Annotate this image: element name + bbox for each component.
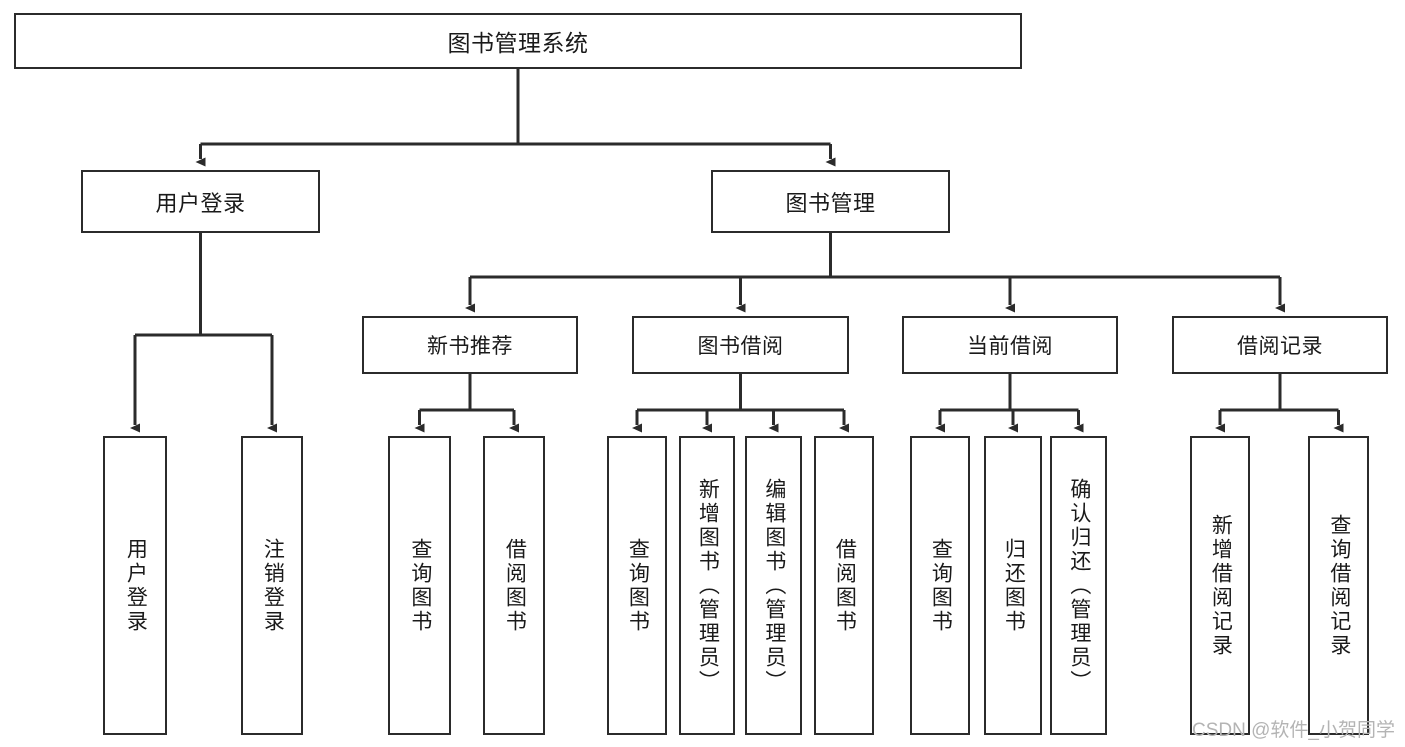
node-label: 查询图书 [626, 537, 650, 634]
node-label: 图书借阅 [697, 335, 784, 358]
node-label: 归还图书 [1002, 537, 1026, 634]
node-root-system[interactable]: 图书管理系统 [14, 13, 1022, 69]
node-leaf-logout[interactable]: 注销登录 [241, 436, 303, 735]
node-leaf-edit-book-admin[interactable]: 编辑图书（管理员） [745, 436, 802, 735]
node-label: 确认归还（管理员） [1067, 477, 1091, 694]
node-leaf-return-book[interactable]: 归还图书 [984, 436, 1042, 735]
node-level3-current-borrow[interactable]: 当前借阅 [902, 316, 1118, 374]
node-label: 查询图书 [929, 537, 953, 634]
node-leaf-user-login[interactable]: 用户登录 [103, 436, 167, 735]
node-label: 新增图书（管理员） [696, 477, 720, 694]
node-leaf-borrow-book-recommend[interactable]: 借阅图书 [483, 436, 545, 735]
node-label: 编辑图书（管理员） [762, 477, 786, 694]
node-level2-user-login[interactable]: 用户登录 [81, 170, 320, 233]
node-leaf-query-book-borrow[interactable]: 查询图书 [607, 436, 667, 735]
node-leaf-add-book-admin[interactable]: 新增图书（管理员） [679, 436, 735, 735]
node-leaf-borrow-book[interactable]: 借阅图书 [814, 436, 874, 735]
node-label: 用户登录 [124, 537, 148, 634]
connector-lines [130, 69, 1344, 433]
node-label: 用户登录 [155, 190, 246, 216]
node-label: 注销登录 [261, 537, 285, 634]
node-label: 图书管理系统 [447, 30, 589, 56]
node-label: 借阅图书 [833, 537, 857, 634]
node-leaf-query-book-recommend[interactable]: 查询图书 [388, 436, 451, 735]
node-level3-borrow-records[interactable]: 借阅记录 [1172, 316, 1388, 374]
node-label: 借阅图书 [503, 537, 527, 634]
node-leaf-query-book-current[interactable]: 查询图书 [910, 436, 970, 735]
node-level3-book-borrow[interactable]: 图书借阅 [632, 316, 849, 374]
node-label: 查询图书 [408, 537, 432, 634]
node-level2-book-management[interactable]: 图书管理 [711, 170, 950, 233]
node-leaf-confirm-return-admin[interactable]: 确认归还（管理员） [1050, 436, 1107, 735]
node-level3-new-book-recommend[interactable]: 新书推荐 [362, 316, 578, 374]
node-label: 新书推荐 [427, 335, 513, 358]
node-label: 新增借阅记录 [1209, 513, 1233, 658]
node-label: 查询借阅记录 [1327, 513, 1351, 658]
node-label: 借阅记录 [1237, 335, 1323, 358]
node-label: 当前借阅 [967, 335, 1053, 358]
node-label: 图书管理 [785, 190, 876, 216]
node-leaf-query-borrow-record[interactable]: 查询借阅记录 [1308, 436, 1369, 735]
node-leaf-add-borrow-record[interactable]: 新增借阅记录 [1190, 436, 1250, 735]
